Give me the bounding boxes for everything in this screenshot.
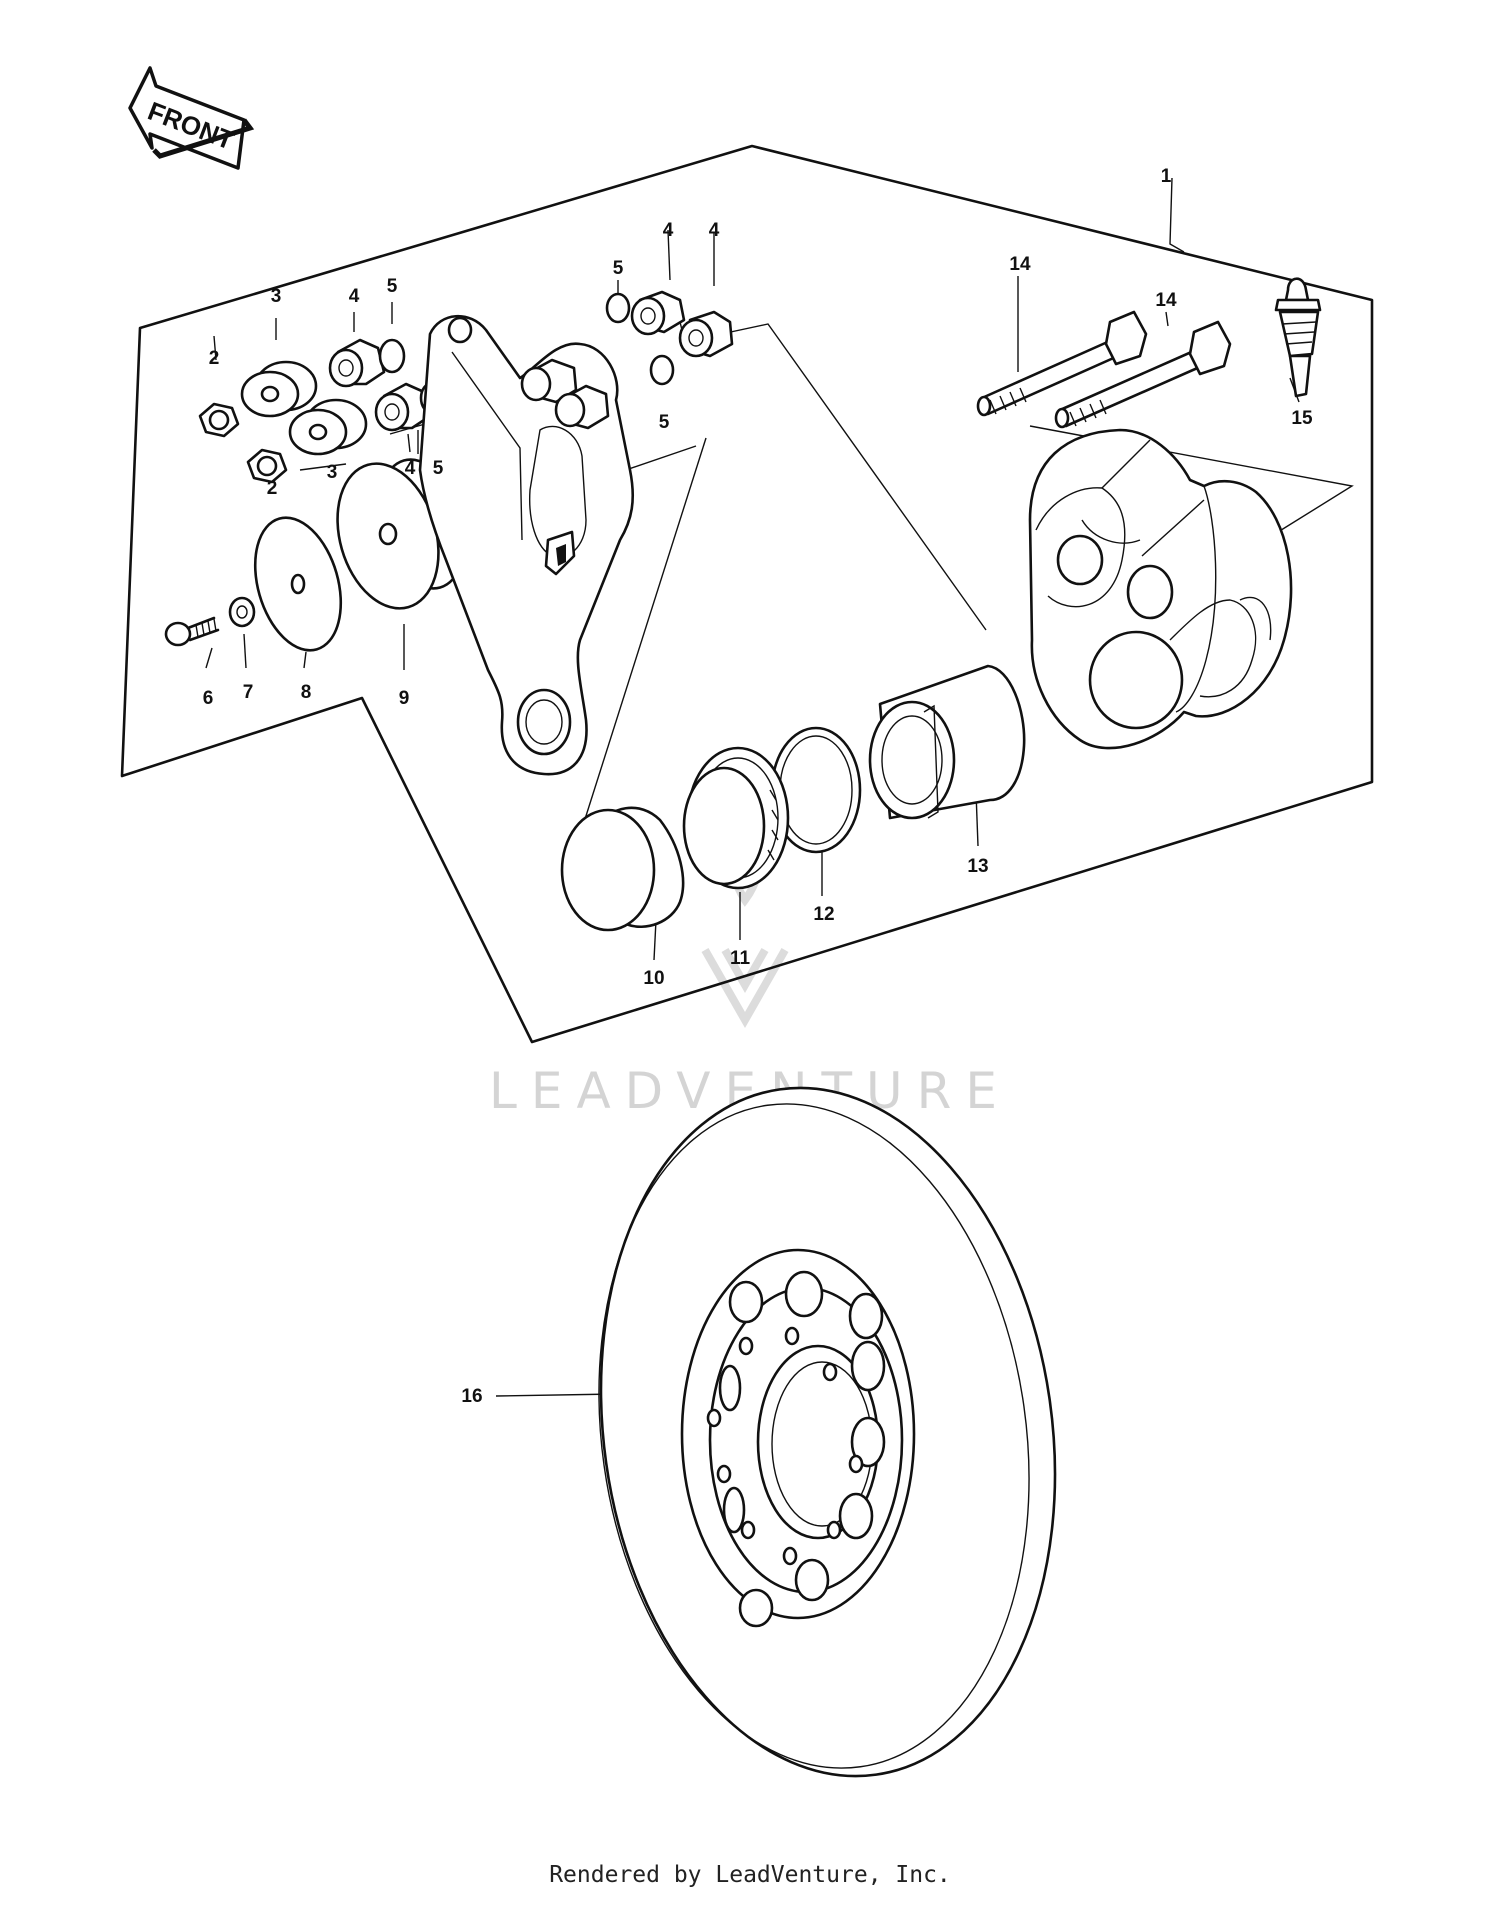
part-13-piston — [868, 664, 1026, 820]
part-5-ring-lower-right — [649, 354, 675, 386]
footer-credit: Rendered by LeadVenture, Inc. — [549, 1862, 951, 1888]
part-10-dust-cover — [560, 806, 685, 932]
part-6-bolt — [164, 616, 220, 647]
caliper-assembly-outline — [120, 144, 1374, 1044]
part-14-pin-lower — [1054, 320, 1232, 429]
caliper-mounting-bracket — [418, 314, 635, 776]
callout-part-13: 13 — [967, 856, 988, 877]
front-arrow: FRONT — [128, 66, 255, 170]
callout-part-9: 9 — [399, 688, 410, 709]
part-15-bleeder-valve — [1274, 277, 1322, 398]
callout-part-6: 6 — [203, 688, 214, 709]
part-14-pin-upper — [976, 310, 1148, 417]
callout-part-4: 4 — [709, 220, 720, 241]
part-11-piston-seal — [682, 746, 790, 890]
callout-part-14: 14 — [1155, 290, 1177, 311]
callout-part-4: 4 — [405, 458, 416, 479]
part-7-washer — [228, 596, 256, 628]
part-4-bushing-upper-left — [328, 338, 386, 388]
callout-part-2: 2 — [209, 348, 220, 369]
part-2-nut-upper — [198, 402, 240, 438]
callout-part-8: 8 — [301, 682, 312, 703]
callout-part-5: 5 — [613, 258, 624, 279]
part-8-plate — [253, 516, 343, 652]
callout-part-4: 4 — [663, 220, 674, 241]
callout-part-3: 3 — [271, 286, 282, 307]
callout-part-7: 7 — [243, 682, 254, 703]
callout-part-4: 4 — [349, 286, 360, 307]
callout-part-5: 5 — [433, 458, 444, 479]
part-3-collar-upper — [240, 360, 318, 418]
callout-labels: 1 2 2 3 3 4 4 4 4 5 5 5 5 6 7 8 9 10 11 … — [203, 166, 1313, 1407]
part-4-bushing-upper-right — [630, 290, 686, 336]
part-4-bushing-lower-right — [678, 310, 734, 358]
callout-part-14: 14 — [1009, 254, 1031, 275]
callout-part-15: 15 — [1291, 408, 1313, 429]
callout-part-11: 11 — [730, 948, 751, 969]
part-16-brake-disc — [598, 1086, 1057, 1778]
callout-part-2: 2 — [267, 478, 278, 499]
callout-part-5: 5 — [387, 276, 398, 297]
callout-part-12: 12 — [813, 904, 834, 925]
part-5-ring-upper-left — [378, 338, 406, 374]
part-4-bushing-lower-left — [374, 382, 432, 432]
callout-part-5: 5 — [659, 412, 670, 433]
part-2-nut-lower — [246, 448, 288, 484]
callout-part-16: 16 — [461, 1386, 482, 1407]
callout-part-3: 3 — [327, 462, 338, 483]
caliper-body — [1028, 428, 1293, 750]
part-5-ring-upper-right — [605, 292, 631, 324]
callout-part-10: 10 — [643, 968, 664, 989]
part-3-collar-lower — [288, 398, 368, 456]
callout-part-1: 1 — [1161, 166, 1172, 187]
